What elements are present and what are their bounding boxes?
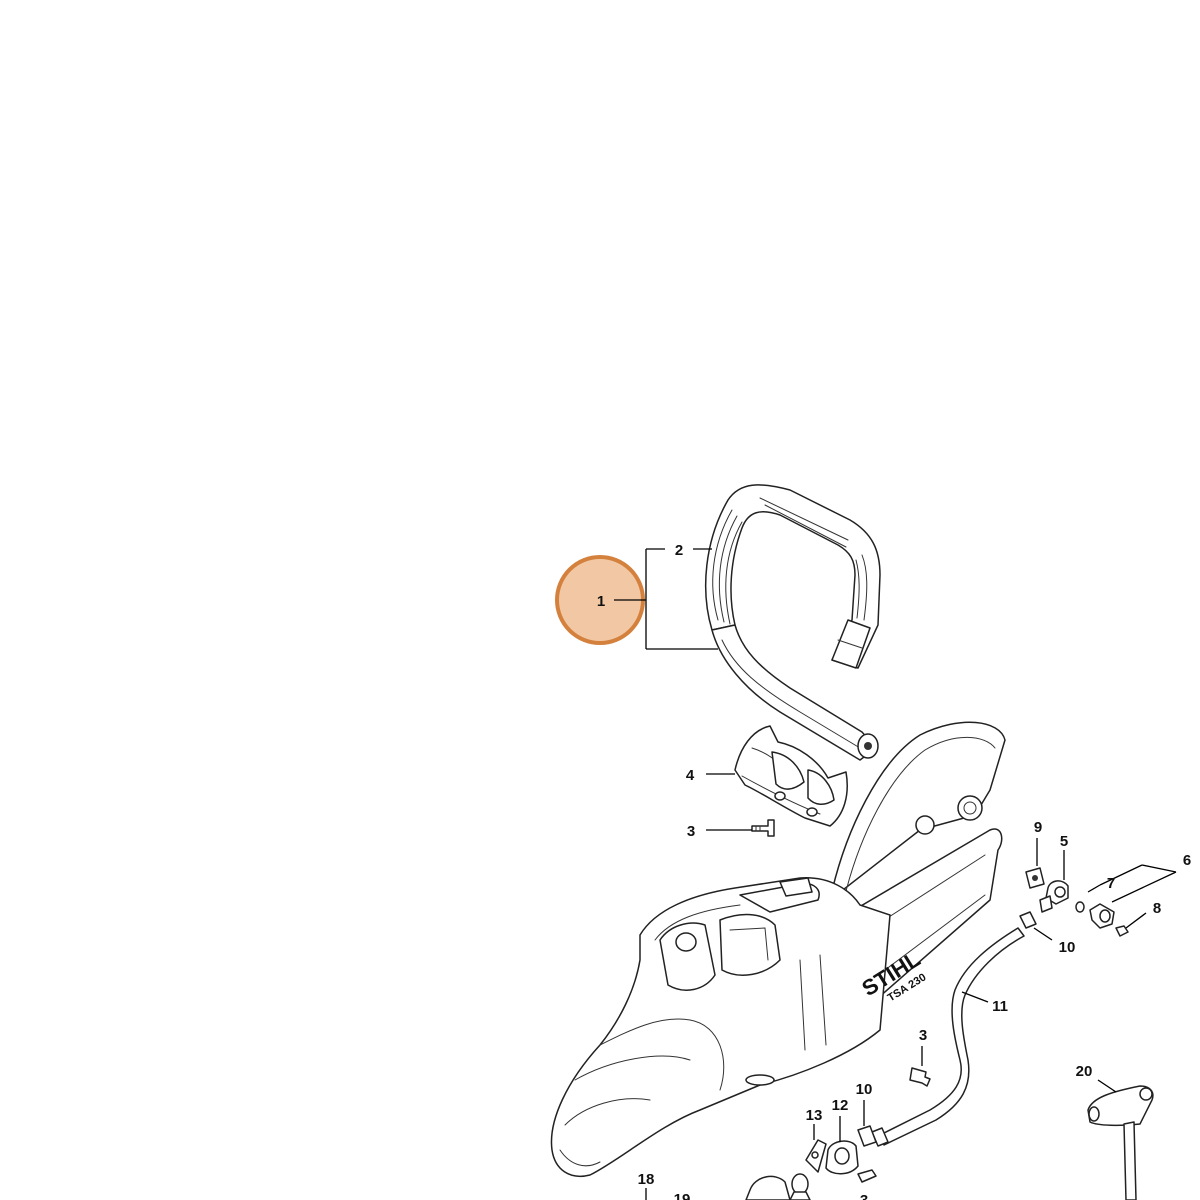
callout-10-upper[interactable]: 10 xyxy=(1059,939,1076,956)
hose-coupling-lower[interactable] xyxy=(857,1125,877,1147)
callout-5[interactable]: 5 xyxy=(1060,833,1068,850)
valve-body[interactable] xyxy=(825,1140,859,1175)
screw-upper[interactable] xyxy=(751,819,775,837)
screw-8[interactable] xyxy=(1115,925,1129,937)
callout-3-lower[interactable]: 3 xyxy=(860,1192,868,1200)
callout-13[interactable]: 13 xyxy=(806,1107,823,1124)
callout-2[interactable]: 2 xyxy=(675,542,683,559)
callout-4[interactable]: 4 xyxy=(686,767,695,784)
screw-middle[interactable] xyxy=(909,1067,931,1087)
o-ring[interactable] xyxy=(1075,901,1085,913)
callout-3-middle[interactable]: 3 xyxy=(919,1027,927,1044)
callout-10-lower[interactable]: 10 xyxy=(856,1081,873,1098)
callout-18[interactable]: 18 xyxy=(638,1171,655,1188)
callout-9[interactable]: 9 xyxy=(1034,819,1042,836)
callout-bracket-1-2 xyxy=(645,548,718,650)
handle-clamp[interactable] xyxy=(734,725,848,827)
callout-7[interactable]: 7 xyxy=(1107,875,1115,892)
callout-3-upper[interactable]: 3 xyxy=(687,823,695,840)
callout-11[interactable]: 11 xyxy=(992,998,1008,1015)
square-nut[interactable] xyxy=(1025,867,1045,889)
machine-housing[interactable]: STIHL TSA 230 xyxy=(550,721,1006,1177)
front-handle-bar[interactable] xyxy=(704,484,881,761)
callout-19[interactable]: 19 xyxy=(674,1191,691,1200)
callout-12[interactable]: 12 xyxy=(832,1097,849,1114)
valve-fitting[interactable] xyxy=(1089,903,1115,929)
screw-lower[interactable] xyxy=(857,1169,877,1183)
elbow-connector[interactable] xyxy=(1039,880,1069,913)
callout-6[interactable]: 6 xyxy=(1183,852,1191,869)
callout-1[interactable]: 1 xyxy=(597,593,605,610)
callout-8[interactable]: 8 xyxy=(1153,900,1161,917)
clip-bracket[interactable] xyxy=(805,1139,827,1173)
combination-wrench[interactable] xyxy=(1087,1085,1154,1200)
water-tap[interactable] xyxy=(745,1173,811,1200)
callout-20[interactable]: 20 xyxy=(1076,1063,1093,1080)
hose-coupling-upper[interactable] xyxy=(1019,911,1037,929)
